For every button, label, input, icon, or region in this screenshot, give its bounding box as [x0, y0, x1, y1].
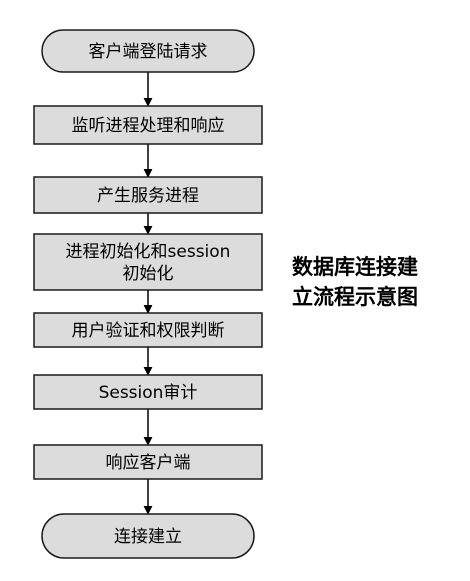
flow-step-3: 产生服务进程 [33, 176, 263, 214]
process-shape [33, 374, 263, 410]
diagram-title-line-1: 数据库连接建 [292, 255, 418, 279]
flow-step-1: 客户端登陆请求 [41, 29, 255, 73]
flow-step-label: Session审计 [99, 383, 198, 403]
flow-step-7: 响应客户端 [33, 444, 263, 480]
flow-step-label: 客户端登陆请求 [89, 42, 208, 62]
flow-step-label: 初始化 [123, 264, 174, 284]
flow-step-6: Session审计 [33, 374, 263, 410]
terminal-shape [41, 29, 255, 73]
diagram-title: 数据库连接建 立流程示意图 [292, 252, 462, 312]
process-shape [33, 312, 263, 348]
diagram-title-line-2: 立流程示意图 [292, 285, 418, 309]
process-shape [33, 105, 263, 145]
flow-step-label: 监听进程处理和响应 [72, 116, 225, 136]
flow-step-8: 连接建立 [41, 513, 255, 559]
process-shape [33, 233, 263, 291]
process-shape [33, 444, 263, 480]
flow-step-label: 进程初始化和session [66, 242, 231, 262]
terminal-shape [41, 513, 255, 559]
flow-step-2: 监听进程处理和响应 [33, 105, 263, 145]
flow-step-label: 连接建立 [114, 527, 182, 547]
flow-step-5: 用户验证和权限判断 [33, 312, 263, 348]
flow-step-label: 响应客户端 [106, 453, 191, 473]
process-shape [33, 176, 263, 214]
flow-step-label: 产生服务进程 [97, 186, 199, 206]
flow-step-label: 用户验证和权限判断 [72, 321, 225, 341]
